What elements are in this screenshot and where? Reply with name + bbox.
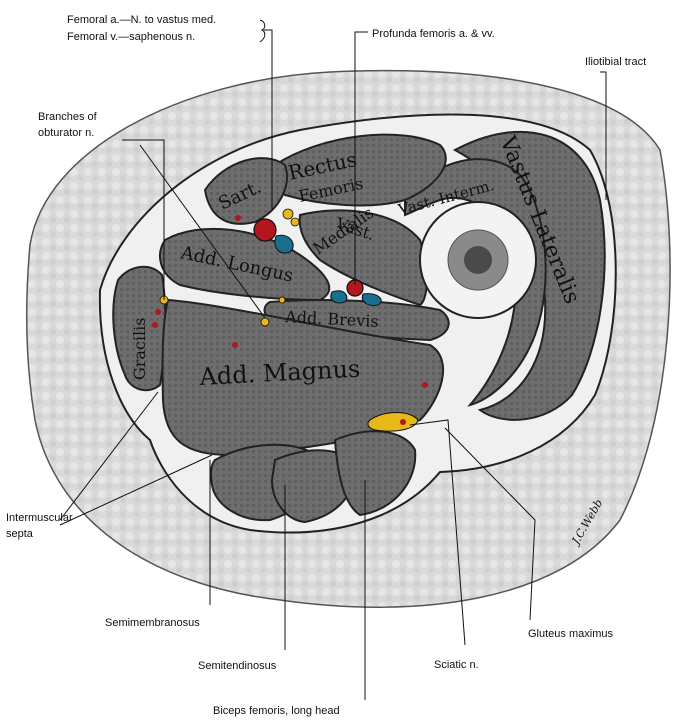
leader-obturator-a xyxy=(122,139,165,300)
label-femoral-vein: Femoral v.—saphenous n. xyxy=(67,31,195,43)
biceps-femoris-muscle xyxy=(333,430,417,517)
label-intermuscular-line1: Intermuscular xyxy=(6,512,73,524)
label-iliotibial: Iliotibial tract xyxy=(585,56,646,68)
small-artery-5 xyxy=(235,215,241,221)
label-obturator-line2: obturator n. xyxy=(38,127,94,139)
leader-iliotibial xyxy=(600,71,607,200)
vastus-medialis-muscle xyxy=(298,209,428,307)
leader-obturator-b xyxy=(139,144,266,319)
small-artery-3 xyxy=(232,342,238,348)
sciatic-vessel xyxy=(400,419,406,425)
femoral-vein xyxy=(274,234,294,254)
obturator-nerve-branch-2 xyxy=(260,317,270,327)
muscle-label-gracilis: Gracilis xyxy=(130,318,149,381)
saphenous-nerve xyxy=(290,217,300,227)
gracilis-muscle xyxy=(112,265,167,392)
label-biceps: Biceps femoris, long head xyxy=(213,705,340,717)
obturator-nerve-branch-3 xyxy=(278,296,286,304)
muscle-label-add-brevis: Add. Brevis xyxy=(284,307,379,331)
small-artery-2 xyxy=(152,322,158,328)
label-femoral-artery: Femoral a.—N. to vastus med. xyxy=(67,14,216,26)
label-semimembranosus: Semimembranosus xyxy=(105,617,200,629)
label-intermuscular-line2: septa xyxy=(6,528,34,540)
sartorius-muscle xyxy=(203,157,288,225)
leader-sciatic xyxy=(409,419,466,646)
label-obturator-line1: Branches of xyxy=(38,111,98,123)
femur-marrow-core xyxy=(464,246,492,274)
nerve-to-vastus-medialis xyxy=(282,208,294,220)
femoral-artery xyxy=(253,218,277,242)
label-gluteus: Gluteus maximus xyxy=(528,628,613,640)
leader-gluteus xyxy=(444,427,536,621)
profunda-femoris-veins xyxy=(330,290,382,306)
label-semitendinosus: Semitendinosus xyxy=(198,660,277,672)
sciatic-nerve xyxy=(367,412,419,432)
label-sciatic: Sciatic n. xyxy=(434,659,479,671)
small-artery-4 xyxy=(422,382,428,388)
small-artery-1 xyxy=(155,309,161,315)
leader-profunda xyxy=(354,31,368,285)
leader-septa-2 xyxy=(59,454,213,526)
leader-femoral xyxy=(259,19,273,210)
label-profunda: Profunda femoris a. & vv. xyxy=(372,28,495,40)
leader-septa-1 xyxy=(59,391,159,521)
leader-lines xyxy=(59,19,607,700)
